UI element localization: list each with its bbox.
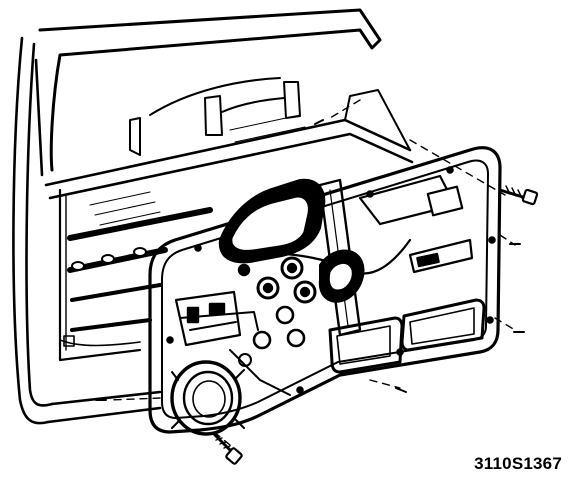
retaining-bolt xyxy=(212,432,243,465)
door-module-carrier xyxy=(174,174,486,396)
mounting-bolt xyxy=(498,185,539,206)
callout-markers xyxy=(95,119,525,401)
door-shell xyxy=(12,8,414,425)
alignment-lines xyxy=(109,99,516,446)
window-frame xyxy=(38,8,382,172)
figure-reference-code: 3110S1367 xyxy=(474,454,562,473)
speaker xyxy=(170,360,245,436)
